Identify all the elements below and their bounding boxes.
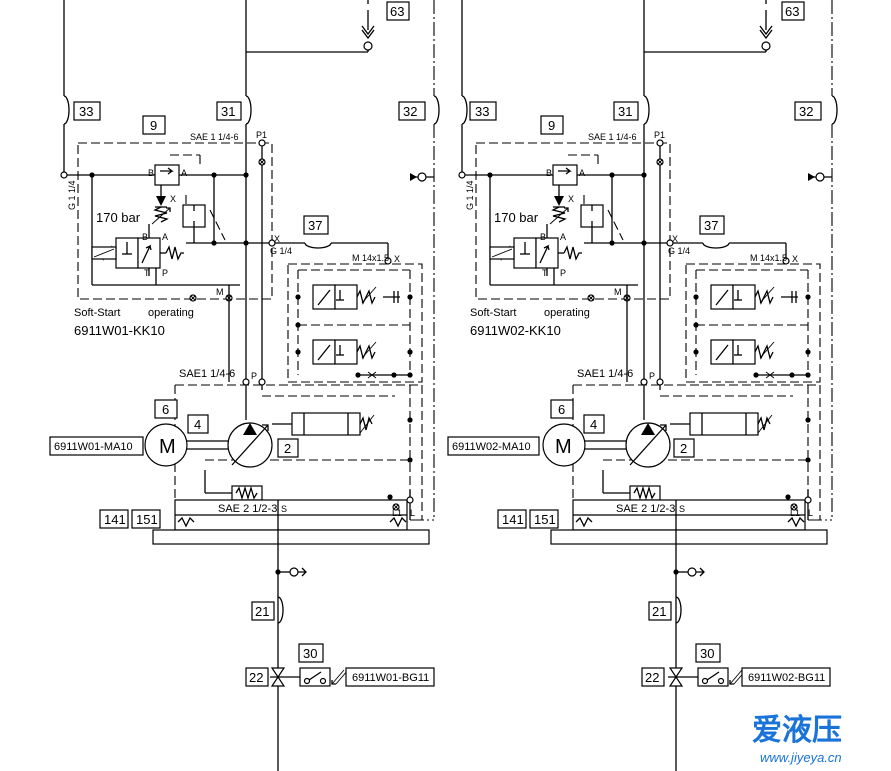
ref-37: 37 <box>704 218 718 233</box>
label-sae-mid: SAE1 1/4-6 <box>179 368 235 380</box>
unit-w02: 63 33 9 31 32 SAE 1 1/4-6 P1 G 1 1/4 B A… <box>447 1 831 687</box>
ref-31: 31 <box>221 104 235 119</box>
ref-33: 33 <box>79 104 93 119</box>
motor-symbol: M <box>555 436 572 458</box>
label-l1: L1 <box>790 508 800 518</box>
unit-w01-graphics <box>60 0 440 771</box>
label-x-port: X <box>274 234 280 244</box>
ref-21: 21 <box>652 604 666 619</box>
label-x-port: X <box>672 234 678 244</box>
ref-22: 22 <box>249 670 263 685</box>
ref-32: 32 <box>799 104 813 119</box>
motor-code: 6911W01-MA10 <box>54 441 133 453</box>
svg-text:B: B <box>142 232 148 242</box>
label-p1: P1 <box>654 130 665 140</box>
ref-30: 30 <box>303 646 317 661</box>
ref-37: 37 <box>308 218 322 233</box>
label-pressure: 170 bar <box>494 210 539 225</box>
ref-141: 141 <box>502 512 524 527</box>
ref-2: 2 <box>284 441 291 456</box>
svg-text:T: T <box>542 268 548 278</box>
switch-code: 6911W02-BG11 <box>748 672 825 684</box>
ref-32: 32 <box>403 104 417 119</box>
svg-text:B: B <box>540 232 546 242</box>
ref-63: 63 <box>785 4 799 19</box>
svg-text:A: A <box>181 168 187 178</box>
svg-text:A: A <box>560 232 566 242</box>
watermark-url: www.jiyeya.cn <box>760 750 842 765</box>
motor-code: 6911W02-MA10 <box>452 441 531 453</box>
label-sae-top: SAE 1 1/4-6 <box>190 132 239 142</box>
label-s: S <box>679 504 685 514</box>
svg-text:X: X <box>170 194 176 204</box>
label-sae-bottom: SAE 2 1/2-3 <box>616 503 675 515</box>
ref-2: 2 <box>680 441 687 456</box>
ref-151: 151 <box>136 512 158 527</box>
svg-text:P: P <box>560 268 566 278</box>
ref-4: 4 <box>590 417 597 432</box>
label-sae-top: SAE 1 1/4-6 <box>588 132 637 142</box>
ref-63: 63 <box>390 4 404 19</box>
watermark-brand: 爱液压 <box>752 713 842 748</box>
label-m14: M 14x1.5 <box>750 253 787 263</box>
label-l: L <box>808 508 813 518</box>
svg-text:B: B <box>148 168 154 178</box>
ref-9: 9 <box>150 118 157 133</box>
svg-text:X: X <box>792 254 798 264</box>
unit-w02-graphics <box>458 0 838 771</box>
watermark: 爱液压 www.jiyeya.cn <box>752 713 842 765</box>
label-m-port: M <box>614 287 622 297</box>
motor-symbol: M <box>159 436 176 458</box>
ref-4: 4 <box>194 417 201 432</box>
ref-6: 6 <box>162 402 169 417</box>
label-operating: operating <box>148 307 194 319</box>
label-p: P <box>251 371 257 381</box>
ref-21: 21 <box>255 604 269 619</box>
ref-151: 151 <box>534 512 556 527</box>
label-m-port: M <box>216 287 224 297</box>
ref-31: 31 <box>618 104 632 119</box>
label-sae-mid: SAE1 1/4-6 <box>577 368 633 380</box>
label-l1: L1 <box>392 508 402 518</box>
svg-text:B: B <box>546 168 552 178</box>
svg-text:X: X <box>568 194 574 204</box>
label-m14: M 14x1.5 <box>352 253 389 263</box>
svg-text:P: P <box>162 268 168 278</box>
unit-w01: 63 33 9 31 32 SAE 1 1/4-6 P1 G 1 1/4 B A… <box>49 1 435 687</box>
svg-text:T: T <box>144 268 150 278</box>
ref-30: 30 <box>700 646 714 661</box>
label-g-left: G 1 1/4 <box>465 180 475 210</box>
label-g-left: G 1 1/4 <box>67 180 77 210</box>
label-p1: P1 <box>256 130 267 140</box>
ref-6: 6 <box>558 402 565 417</box>
svg-text:A: A <box>579 168 585 178</box>
switch-code: 6911W01-BG11 <box>352 672 429 684</box>
ref-9: 9 <box>548 118 555 133</box>
label-s: S <box>281 504 287 514</box>
label-sae-bottom: SAE 2 1/2-3 <box>218 503 277 515</box>
label-pressure: 170 bar <box>96 210 141 225</box>
label-g-right: G 1/4 <box>270 246 292 256</box>
svg-text:X: X <box>394 254 400 264</box>
svg-text:A: A <box>162 232 168 242</box>
ref-141: 141 <box>104 512 126 527</box>
label-g-right: G 1/4 <box>668 246 690 256</box>
valve-code: 6911W02-KK10 <box>470 323 561 338</box>
valve-code: 6911W01-KK10 <box>74 323 165 338</box>
label-softstart: Soft-Start <box>470 307 516 319</box>
ref-22: 22 <box>645 670 659 685</box>
label-operating: operating <box>544 307 590 319</box>
label-p: P <box>649 371 655 381</box>
ref-33: 33 <box>475 104 489 119</box>
label-softstart: Soft-Start <box>74 307 120 319</box>
label-l: L <box>410 508 415 518</box>
